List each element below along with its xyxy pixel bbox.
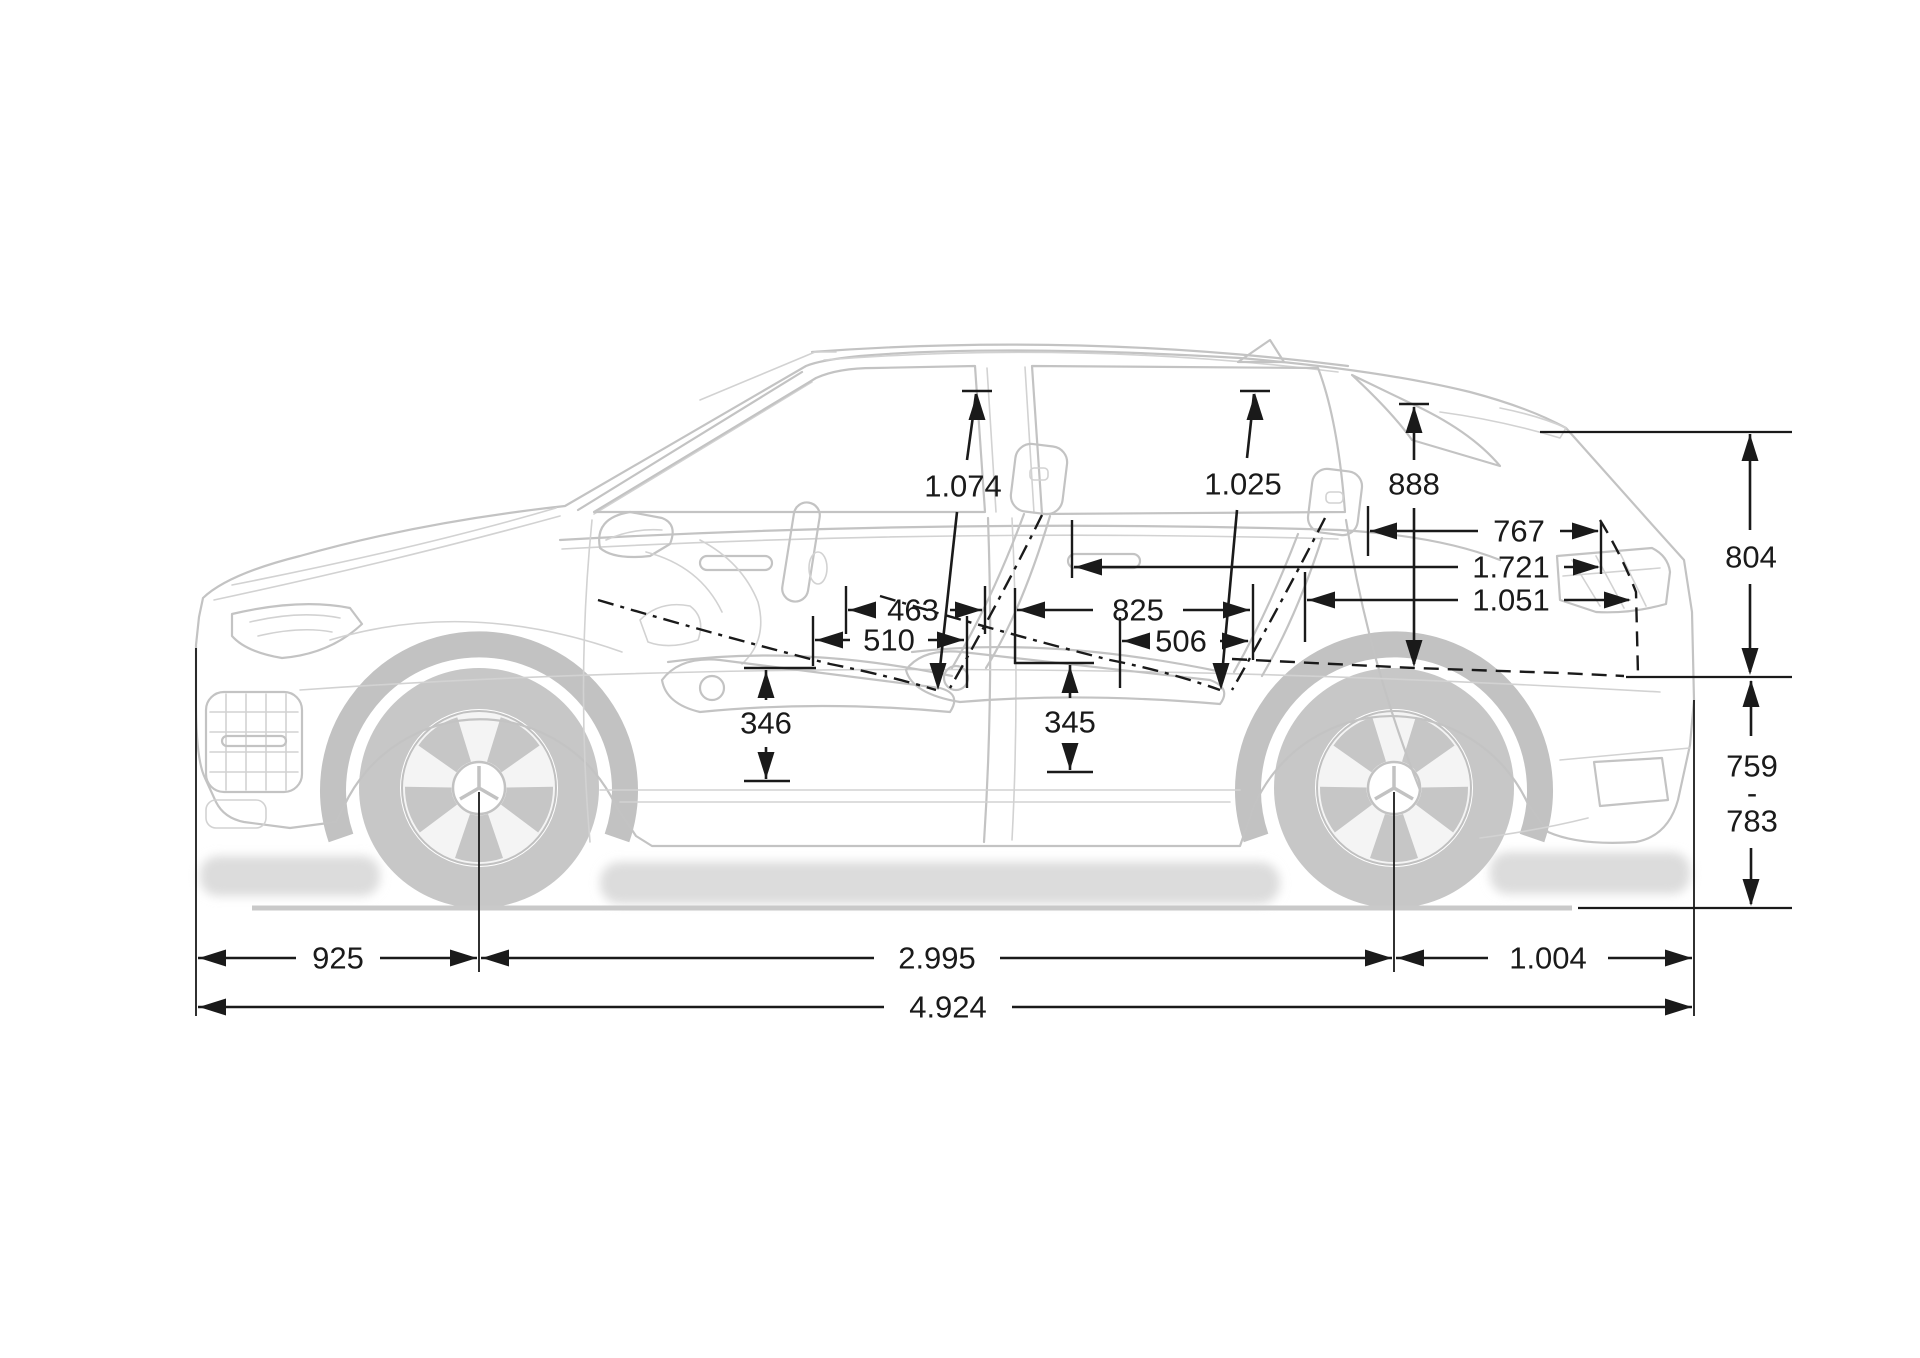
dim-label-sill-to: 783 <box>1726 804 1778 839</box>
dim-wheelbase: 2.995 <box>481 941 1392 976</box>
dim-label-load-height: 888 <box>1388 467 1440 502</box>
dim-label-wheelbase: 2.995 <box>898 941 976 976</box>
dim-label-rear-seat-height: 345 <box>1044 705 1096 740</box>
dim-rear-opening-height: 804 <box>1540 430 1792 679</box>
dim-label-load-width-upper: 767 <box>1493 514 1545 549</box>
dim-front-headroom: 1.074 <box>924 389 1002 690</box>
dimension-annotations: 1.074 1.025 888 767 <box>195 389 1792 1025</box>
dim-label-front-seat-upper: 463 <box>887 593 939 628</box>
rear-seat-cushion-dashed <box>879 594 1221 692</box>
front-door-handle <box>698 554 774 572</box>
dim-label-rear-headroom: 1.025 <box>1204 467 1282 502</box>
front-end <box>204 507 623 829</box>
dim-label-front-seat-lower: 510 <box>863 623 915 658</box>
dim-label-front-overhang: 925 <box>312 941 364 976</box>
dim-front-overhang: 925 <box>198 941 477 976</box>
dashed-reference-lines <box>597 514 1640 692</box>
dim-rear-overhang: 1.004 <box>1396 941 1692 976</box>
dim-label-sill-sep: - <box>1747 776 1757 811</box>
dim-label-front-headroom: 1.074 <box>924 469 1002 504</box>
dim-label-overall-length: 4.924 <box>909 990 987 1025</box>
dim-label-rear-opening-height: 804 <box>1725 540 1777 575</box>
dim-label-rear-overhang: 1.004 <box>1509 941 1587 976</box>
dim-label-rear-seat-lower: 506 <box>1155 624 1207 659</box>
roof-rails <box>699 338 1350 401</box>
roof-antenna-icon <box>1236 338 1286 364</box>
load-floor-dashed-line <box>1231 657 1625 678</box>
dim-sill-height: 759 - 783 <box>1578 680 1792 910</box>
headlight <box>230 603 364 660</box>
exhaust-tip <box>1592 756 1670 808</box>
dim-front-seat-lower: 510 <box>811 616 969 688</box>
rear-torso-dashed <box>1230 517 1327 691</box>
dim-rear-headroom: 1.025 <box>1204 389 1282 690</box>
rear-wheel-arch-liner <box>1235 631 1553 843</box>
dim-interior-length: 1.721 <box>1070 520 1600 585</box>
dim-rear-seat-upper: 825 <box>1013 584 1255 664</box>
front-torso-dashed <box>948 514 1044 689</box>
dim-load-height: 888 <box>1388 402 1440 667</box>
wheel-star-icon <box>459 766 499 801</box>
dim-label-load-length: 1.051 <box>1472 583 1550 618</box>
car-shadow <box>200 852 1690 904</box>
front-wheel <box>359 668 599 908</box>
dim-label-interior-length: 1.721 <box>1472 550 1550 585</box>
tailgate-opening-dashed <box>1598 519 1640 676</box>
front-seat-cushion-dashed <box>597 598 937 692</box>
car-silhouette <box>194 338 1696 911</box>
dim-label-sill-from: 759 <box>1726 749 1778 784</box>
wheel-star-icon <box>1374 766 1414 801</box>
dim-front-seat-upper: 463 <box>844 586 987 634</box>
rear-end <box>1439 407 1691 839</box>
front-wheel-arch-liner <box>320 631 638 843</box>
dim-load-length: 1.051 <box>1303 572 1631 642</box>
beltline <box>558 524 1502 562</box>
dim-overall-length: 4.924 <box>198 990 1692 1025</box>
side-mirror <box>598 510 674 559</box>
dim-load-width-upper: 767 <box>1366 506 1603 574</box>
front-lower-intake <box>205 799 267 829</box>
dim-front-seat-height: 346 <box>740 666 816 783</box>
interior <box>639 442 1364 714</box>
dim-label-front-seat-height: 346 <box>740 706 792 741</box>
taillight <box>1555 546 1672 614</box>
rear-seat <box>904 467 1364 706</box>
rear-wheel <box>1274 668 1514 908</box>
grille <box>204 690 304 794</box>
body-outline <box>194 349 1696 848</box>
dim-rear-seat-height: 345 <box>1014 661 1096 774</box>
extension-lines <box>195 648 1695 1016</box>
dim-rear-seat-lower: 506 <box>1118 617 1249 688</box>
